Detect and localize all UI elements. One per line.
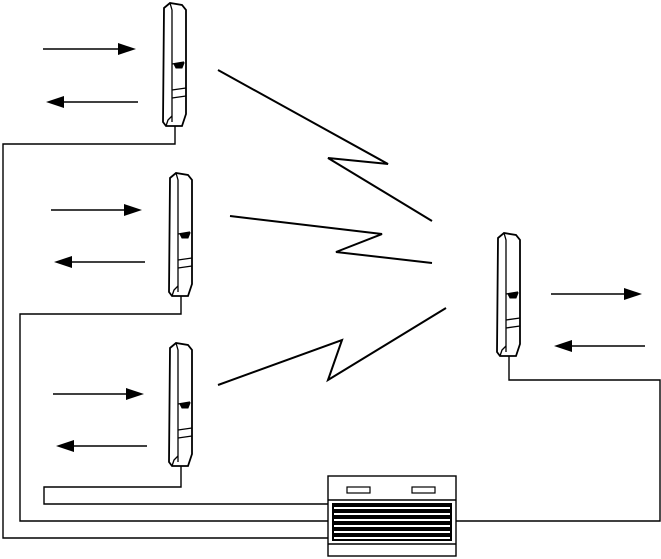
arrow-out-right <box>551 288 642 300</box>
arrow-out-top <box>46 96 138 108</box>
arrow-in-middle <box>51 204 142 216</box>
antenna-middle-left <box>169 173 192 296</box>
network-switch <box>328 476 456 556</box>
switch-vent-grille <box>332 503 452 541</box>
antenna-bottom-left <box>169 343 192 466</box>
cable-bottom-antenna <box>44 466 330 504</box>
cable-top-antenna <box>3 126 330 538</box>
arrow-out-middle <box>54 256 145 268</box>
wireless-link-top <box>218 70 432 221</box>
arrow-in-right <box>554 340 645 352</box>
arrow-out-bottom <box>56 440 147 452</box>
arrow-in-bottom <box>53 388 144 400</box>
wireless-link-bottom <box>218 308 446 385</box>
switch-indicator-left <box>347 487 370 493</box>
antenna-top-left <box>163 3 186 126</box>
cable-right-antenna <box>455 356 660 521</box>
switch-indicator-right <box>412 487 435 493</box>
wireless-link-middle <box>230 216 432 263</box>
arrow-in-top <box>43 43 136 55</box>
antenna-right <box>497 233 520 356</box>
